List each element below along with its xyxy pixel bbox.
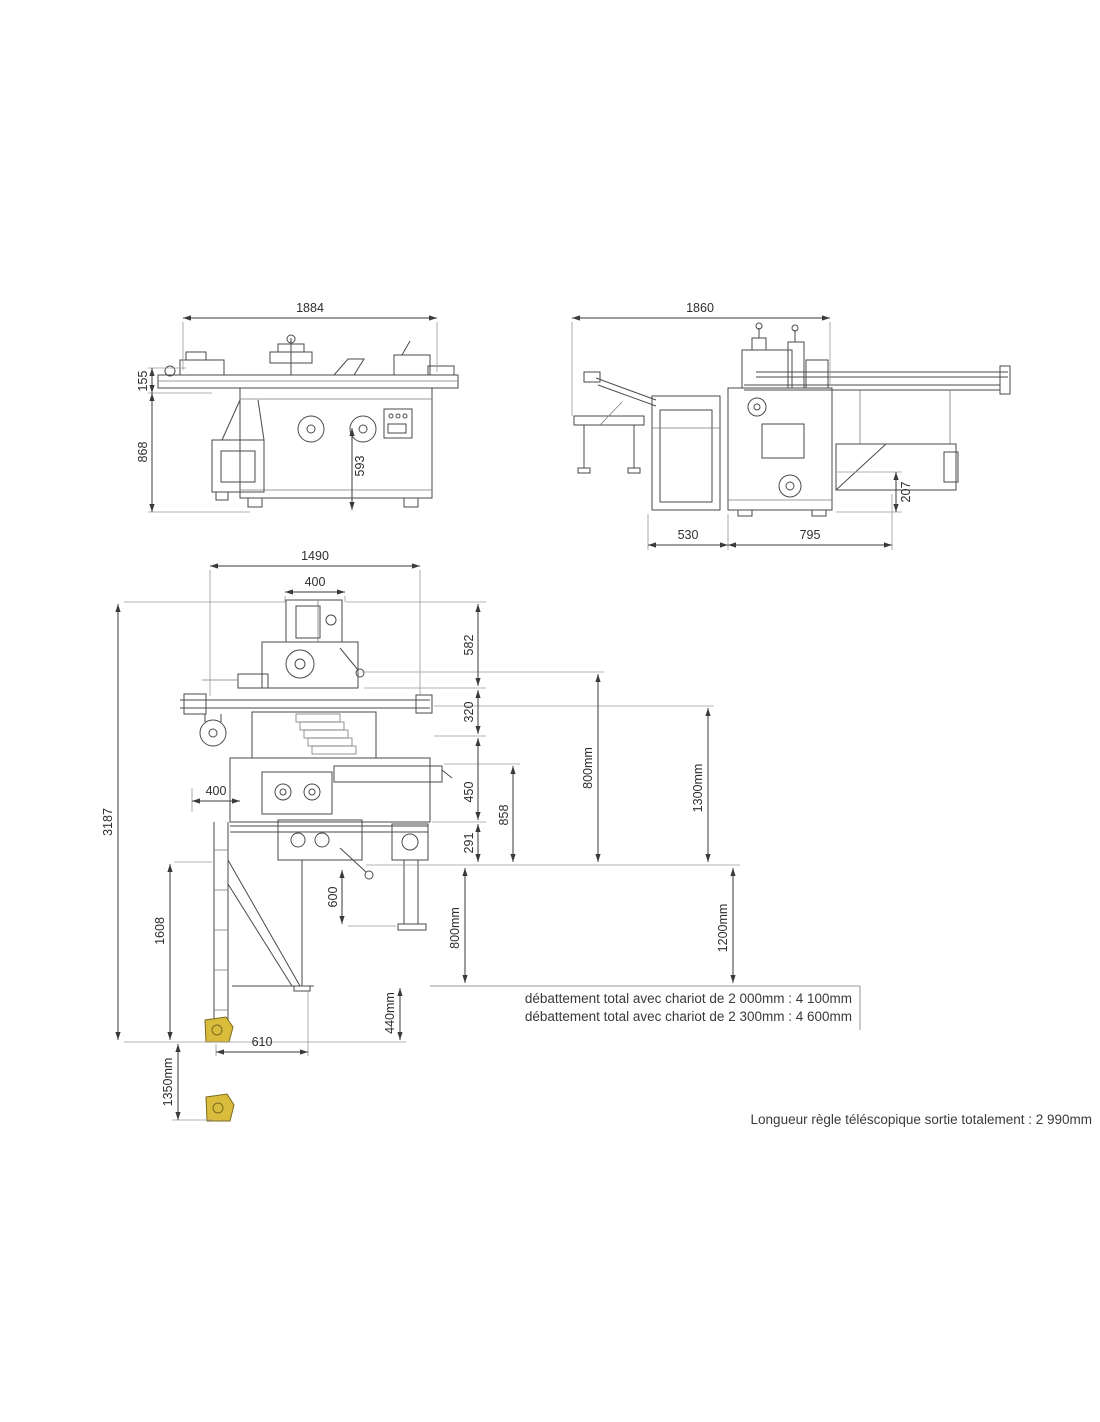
- dim-610-label: 610: [252, 1035, 273, 1049]
- dim-1300-label: 1300mm: [691, 764, 705, 813]
- dim-207-label: 207: [899, 482, 913, 503]
- dim-1490-label: 1490: [301, 549, 329, 563]
- dim-320-label: 320: [462, 702, 476, 723]
- dim-291-label: 291: [462, 833, 476, 854]
- side-view-dimensions: 1860 530 795 207: [571, 301, 913, 550]
- dim-3187-label: 3187: [101, 808, 115, 836]
- dim-1608-label: 1608: [153, 917, 167, 945]
- dim-795-label: 795: [800, 528, 821, 542]
- note-travel-2000: débattement total avec chariot de 2 000m…: [525, 991, 852, 1006]
- front-view-drawing: [157, 334, 459, 508]
- dim-858-label: 858: [497, 805, 511, 826]
- annotations: débattement total avec chariot de 2 000m…: [525, 991, 1092, 1127]
- note-travel-2300: débattement total avec chariot de 2 300m…: [525, 1009, 852, 1024]
- side-view-drawing: [573, 322, 1011, 517]
- dim-1350-label: 1350mm: [161, 1058, 175, 1107]
- dim-450-label: 450: [462, 782, 476, 803]
- plan-view-drawing: [180, 599, 861, 1122]
- dim-440-label: 440mm: [383, 992, 397, 1034]
- front-view-dimensions: 1884 155 868 593: [136, 301, 438, 513]
- dim-400-left-label: 400: [206, 784, 227, 798]
- dim-400-top-label: 400: [305, 575, 326, 589]
- dim-1860-label: 1860: [686, 301, 714, 315]
- dim-530-label: 530: [678, 528, 699, 542]
- dim-582-label: 582: [462, 635, 476, 656]
- note-telescopic-rule: Longueur règle téléscopique sortie total…: [751, 1112, 1092, 1127]
- dim-868-label: 868: [136, 442, 150, 463]
- dim-800-lower-label: 800mm: [448, 907, 462, 949]
- dim-593-label: 593: [353, 456, 367, 477]
- dim-600-label: 600: [326, 887, 340, 908]
- dim-1884-label: 1884: [296, 301, 324, 315]
- plan-view-dimensions: 1490 400 582 320 450 291 858: [101, 549, 740, 1121]
- dim-1200-label: 1200mm: [716, 904, 730, 953]
- dim-800-upper-label: 800mm: [581, 747, 595, 789]
- dim-155-label: 155: [136, 371, 150, 392]
